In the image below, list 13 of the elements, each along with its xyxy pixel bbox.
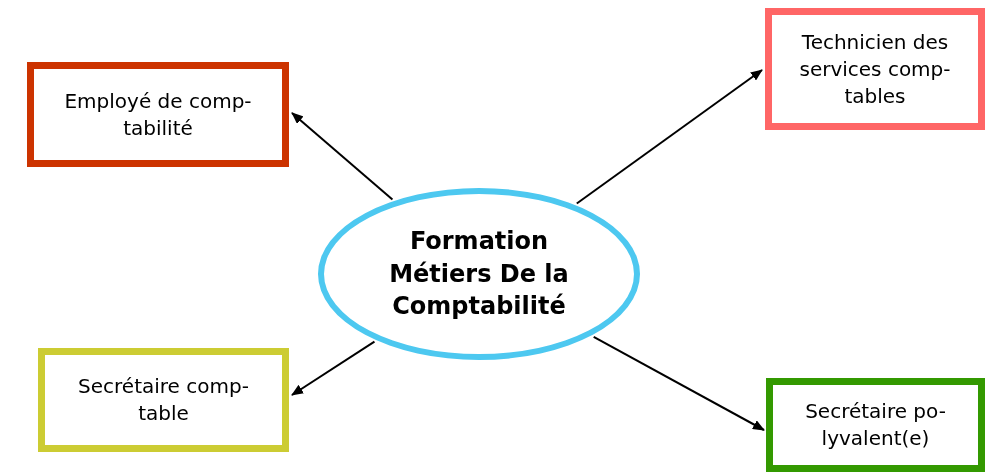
- job-title: Secrétaire comp- table: [77, 373, 250, 427]
- arrow: [291, 112, 394, 201]
- job-box: [27, 62, 289, 167]
- topic-title: Formation Métiers De la Comptabilité: [388, 226, 570, 323]
- job-title: Secrétaire po- lyvalent(e): [804, 398, 947, 452]
- arrow: [575, 69, 763, 205]
- arrow: [592, 335, 765, 431]
- job-box: [766, 378, 985, 472]
- job-title: Technicien des services comp- tables: [798, 28, 952, 110]
- job-box: [765, 8, 985, 130]
- job-title: Employé de comp- tabilité: [63, 87, 253, 142]
- arrow: [291, 340, 376, 396]
- job-box: [38, 348, 289, 452]
